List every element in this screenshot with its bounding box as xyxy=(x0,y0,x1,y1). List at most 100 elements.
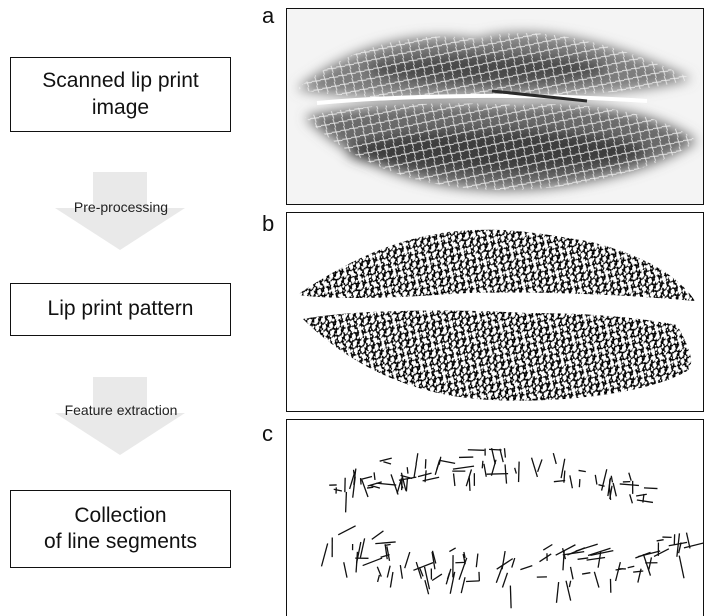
line-segment xyxy=(556,582,558,603)
line-segment xyxy=(595,475,597,485)
line-segment xyxy=(594,572,599,588)
line-segment xyxy=(338,526,355,535)
line-segment xyxy=(356,552,357,573)
line-segment xyxy=(636,494,647,496)
line-segment xyxy=(520,566,532,570)
line-segment xyxy=(579,470,586,471)
line-segment xyxy=(628,566,635,568)
line-segment xyxy=(492,448,496,464)
line-segment xyxy=(616,562,621,581)
line-segment xyxy=(346,492,347,512)
line-segment xyxy=(374,472,375,480)
line-segment xyxy=(461,577,465,593)
line-segment xyxy=(539,554,551,562)
line-segment xyxy=(405,552,410,568)
line-segments-box: Collection of line segments xyxy=(10,490,231,568)
line-segment xyxy=(515,468,517,474)
line-segment xyxy=(569,581,570,587)
line-segment xyxy=(440,460,456,463)
line-segment xyxy=(360,477,372,480)
line-segment xyxy=(476,554,478,568)
line-segment xyxy=(367,487,373,488)
line-segment xyxy=(449,548,455,552)
lip-print-pattern-box: Lip print pattern xyxy=(10,283,231,336)
line-segment xyxy=(360,538,364,557)
line-segment xyxy=(613,483,616,496)
line-segment xyxy=(657,540,664,541)
box2-label: Lip print pattern xyxy=(48,296,194,322)
line-segment xyxy=(378,575,380,582)
line-segment xyxy=(459,558,467,580)
line-segment xyxy=(502,573,507,588)
box3-line1: Collection xyxy=(44,503,197,529)
line-segment xyxy=(553,453,556,464)
line-segment xyxy=(406,479,407,492)
line-segment xyxy=(644,488,657,489)
line-segment xyxy=(629,473,631,481)
line-segment xyxy=(387,566,390,578)
line-segment xyxy=(334,489,342,491)
line-segment xyxy=(532,458,538,477)
line-segment xyxy=(587,557,606,560)
line-segment xyxy=(454,473,455,486)
scanned-image-box: Scanned lip print image xyxy=(10,57,231,132)
line-segments-image xyxy=(286,419,704,616)
line-segment xyxy=(538,459,542,471)
line-segment xyxy=(598,485,604,487)
line-segment xyxy=(684,543,704,548)
line-segment xyxy=(633,571,643,572)
line-segment xyxy=(611,476,612,483)
line-segment xyxy=(563,550,564,570)
line-segment xyxy=(376,483,396,485)
line-segment xyxy=(466,581,479,582)
line-segment xyxy=(510,586,511,609)
line-segment xyxy=(383,462,391,464)
box1-line1: Scanned lip print xyxy=(42,68,198,94)
line-segment xyxy=(677,533,680,556)
line-segment xyxy=(418,473,432,477)
line-segment xyxy=(453,466,474,469)
panel-label-a: a xyxy=(262,3,274,29)
line-segment xyxy=(504,448,505,457)
line-segment xyxy=(571,567,574,579)
line-segment xyxy=(400,565,402,579)
line-segment xyxy=(375,542,395,544)
line-segment xyxy=(497,559,513,570)
line-segment xyxy=(432,574,442,580)
line-segment xyxy=(321,543,327,566)
line-segment xyxy=(602,469,607,490)
line-segment xyxy=(466,469,471,486)
line-segment xyxy=(578,558,589,559)
line-segment xyxy=(570,475,573,488)
line-segment xyxy=(390,572,393,587)
box3-line2: of line segments xyxy=(44,529,197,555)
line-segment xyxy=(414,464,416,478)
line-segment xyxy=(344,562,347,577)
line-segment xyxy=(468,450,484,451)
line-segment xyxy=(380,458,392,461)
line-segment xyxy=(638,551,660,557)
line-segment xyxy=(372,531,384,540)
line-segment xyxy=(630,494,633,503)
line-segment xyxy=(620,484,639,486)
feature-extraction-label: Feature extraction xyxy=(21,402,221,418)
panel-label-c: c xyxy=(262,421,273,447)
line-segment xyxy=(416,453,418,464)
line-segment xyxy=(435,460,440,475)
lip-print-pattern-image xyxy=(286,212,704,412)
line-segment xyxy=(482,461,483,469)
line-segment xyxy=(487,474,508,475)
line-segment xyxy=(362,480,368,497)
line-segment xyxy=(505,464,506,483)
line-segment xyxy=(582,573,590,574)
line-segment xyxy=(407,467,408,473)
line-segment xyxy=(543,545,552,551)
line-segment xyxy=(500,449,503,462)
line-segment xyxy=(363,558,382,565)
line-segment xyxy=(484,464,486,477)
scanned-lip-print-image xyxy=(286,8,704,205)
preprocessing-label: Pre-processing xyxy=(21,199,221,215)
line-segment xyxy=(679,556,684,579)
panel-label-b: b xyxy=(262,211,274,237)
line-segment xyxy=(637,500,653,502)
